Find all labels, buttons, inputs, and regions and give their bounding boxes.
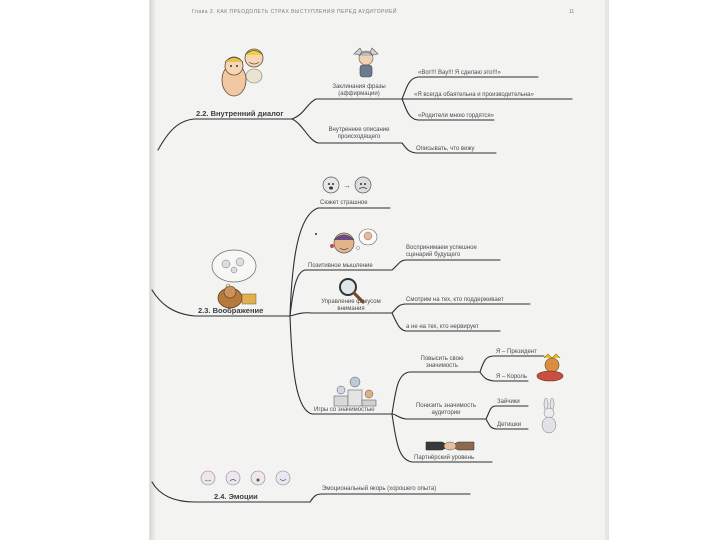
podium-figures-icon <box>330 368 380 410</box>
explanation-label: Внутреннее описание происходящего <box>316 127 402 141</box>
focus-item-1: Смотрим на тех, кто поддерживает <box>406 297 504 304</box>
positive-thinking-label: Позитивное мышление <box>308 263 373 270</box>
positive-item-1: Воспринимаем успешное сценарий будущего <box>406 245 502 259</box>
thinking-monkey-icon <box>204 246 264 310</box>
rabbit-icon <box>537 398 561 434</box>
games-label: Игры со значимостью <box>314 407 374 414</box>
fears-label: Сюжет страшное <box>320 200 368 207</box>
connector-22-main <box>158 119 292 150</box>
connector-focus-item-1 <box>392 304 530 313</box>
connector-24-item <box>310 494 470 502</box>
connector-23-to-focus <box>290 313 392 316</box>
own-item-king: Я – Король <box>496 374 527 381</box>
handshake-icon <box>424 434 476 452</box>
emotion-faces-icon <box>196 466 296 490</box>
focus-label: Управление фокусом внимания <box>310 299 392 313</box>
emotion-item-1: Эмоциональный якорь (хорошего опыта) <box>322 486 436 493</box>
partner-level-label: Партнёрский уровень <box>414 455 474 462</box>
thinking-person-icon <box>326 226 382 260</box>
scared-faces-icon: → <box>320 174 376 196</box>
svg-text:→: → <box>343 181 351 190</box>
affirmation-item-1: «Вот!!! Вау!!! Я сделаю это!!!» <box>418 70 501 77</box>
section-24-title: 2.4. Эмоции <box>214 493 258 501</box>
two-cartoon-faces-icon <box>216 44 272 104</box>
affirmation-item-3: «Родители мною гордятся» <box>418 113 494 120</box>
viking-figure-icon <box>346 44 386 80</box>
own-significance-label: Повысить свою значимость <box>406 356 478 370</box>
audience-item-kids: Детишки <box>497 422 521 429</box>
king-cat-icon <box>534 352 570 382</box>
audience-item-bunnies: Зайчики <box>497 399 520 406</box>
own-item-president: Я – Президент <box>496 349 537 356</box>
focus-item-2: а не на тех, кто нервирует <box>406 324 479 331</box>
connector-22-to-affirmations <box>292 99 402 119</box>
affirmation-item-2: «Я всегда обаятельна и производительна» <box>414 92 534 99</box>
stray-dot <box>315 233 317 235</box>
connector-aud-item-1 <box>486 406 528 419</box>
section-23-title: 2.3. Воображение <box>198 307 263 315</box>
audience-significance-label: Понизить значимость аудитории <box>404 403 488 417</box>
affirmations-label: Заклинания фразы (аффирмации) <box>316 84 402 98</box>
explanation-item-1: Описывать, что вижу <box>416 146 475 153</box>
section-22-title: 2.2. Внутренний диалог <box>196 110 284 118</box>
connector-positive-item <box>392 260 500 270</box>
